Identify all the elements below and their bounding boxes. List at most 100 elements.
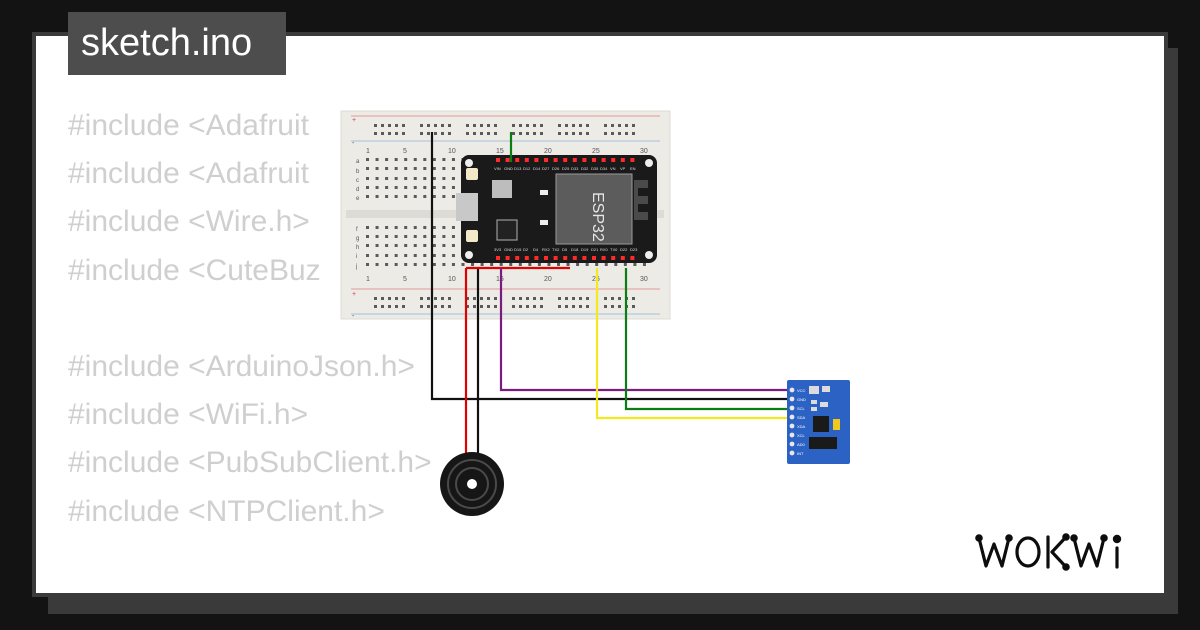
rail-hole xyxy=(395,132,398,135)
column-number: 10 xyxy=(448,148,456,155)
breadboard-hole xyxy=(499,263,503,266)
breadboard-hole xyxy=(404,158,408,161)
breadboard-hole xyxy=(537,263,541,266)
pin-label: RX0 xyxy=(600,247,609,252)
rail-hole xyxy=(402,305,405,308)
pin-label: XCL xyxy=(797,433,806,438)
breadboard-hole xyxy=(528,263,532,266)
rail-hole xyxy=(586,132,589,135)
row-letter: h xyxy=(356,245,359,251)
rail-hole xyxy=(565,305,568,308)
rail-hole xyxy=(533,305,536,308)
buzzer[interactable] xyxy=(440,452,504,516)
rail-minus-symbol: - xyxy=(352,140,355,147)
regulator-chip xyxy=(492,180,512,198)
wire-black-gnd[interactable] xyxy=(430,132,791,401)
esp32-pin xyxy=(534,256,539,260)
column-number: 5 xyxy=(403,148,407,155)
rail-hole xyxy=(494,132,497,135)
file-tab-title[interactable]: sketch.ino xyxy=(68,12,286,75)
code-line: #include <Adafruit xyxy=(68,157,309,191)
rail-hole xyxy=(533,297,536,300)
breadboard-hole xyxy=(366,254,369,257)
rail-hole xyxy=(558,124,561,127)
rail-hole xyxy=(487,124,490,127)
breadboard-hole xyxy=(375,158,379,161)
rail-hole xyxy=(512,297,515,300)
breadboard-hole xyxy=(423,254,427,257)
mpu6050-module[interactable]: VCC GND SCL SDA XDA XCL AD0 INT xyxy=(787,380,850,464)
pin-label: D13 xyxy=(514,166,522,171)
rail-hole xyxy=(579,132,582,135)
wire-yellow-sda[interactable] xyxy=(595,268,791,420)
breadboard-hole xyxy=(385,254,389,257)
breadboard-hole xyxy=(413,158,417,161)
esp32-pin xyxy=(582,256,587,260)
rail-hole xyxy=(427,297,430,300)
pin-label: D4 xyxy=(533,247,539,252)
breadboard-hole xyxy=(518,263,522,266)
breadboard-hole xyxy=(385,167,389,170)
column-number: 30 xyxy=(640,148,648,155)
rail-symbols: + + - - xyxy=(352,117,356,320)
breadboard-hole xyxy=(442,226,446,229)
breadboard-hole xyxy=(451,167,455,170)
breadboard-hole xyxy=(413,263,417,266)
breadboard-hole xyxy=(375,167,379,170)
breadboard-hole xyxy=(432,226,436,229)
pin-label: D21 xyxy=(591,247,599,252)
breadboard-hole xyxy=(423,167,427,170)
rail-hole xyxy=(618,132,621,135)
breadboard-hole xyxy=(366,263,369,266)
pin-label: D15 xyxy=(514,247,522,252)
rail-hole xyxy=(512,305,515,308)
column-number: 5 xyxy=(403,276,407,283)
rail-plus-symbol: + xyxy=(352,291,356,298)
breadboard-hole xyxy=(366,235,369,238)
breadboard-hole xyxy=(413,226,417,229)
esp32-pin xyxy=(505,256,510,260)
smd-component xyxy=(809,386,819,394)
rail-hole xyxy=(374,124,377,127)
breadboard-hole xyxy=(385,263,389,266)
breadboard-hole xyxy=(642,263,646,266)
pin-label: RX2 xyxy=(542,247,551,252)
rail-hole xyxy=(579,305,582,308)
esp32-pin xyxy=(524,158,529,162)
esp32-board[interactable]: VIN GND D13 D12 D14 D27 D26 D25 D33 D32 … xyxy=(456,155,657,263)
breadboard-hole xyxy=(432,195,436,198)
pin-label: D27 xyxy=(542,166,550,171)
wire-green-scl[interactable] xyxy=(624,268,791,411)
led-icon xyxy=(466,168,478,180)
esp32-pin xyxy=(611,256,616,260)
breadboard-hole xyxy=(451,195,455,198)
column-number: 1 xyxy=(366,276,370,283)
pin-label: TX0 xyxy=(610,247,618,252)
breadboard-hole xyxy=(394,158,398,161)
breadboard-hole xyxy=(366,226,369,229)
rail-hole xyxy=(558,297,561,300)
breadboard-hole xyxy=(366,244,369,247)
wire-purple-vcc[interactable] xyxy=(499,268,791,392)
esp32-pin xyxy=(534,158,539,162)
breadboard-hole xyxy=(432,254,436,257)
rail-hole xyxy=(441,297,444,300)
esp32-pin xyxy=(611,158,616,162)
rail-hole xyxy=(526,132,529,135)
breadboard-hole xyxy=(423,195,427,198)
breadboard-hole xyxy=(576,263,580,266)
pin-label: D35 xyxy=(591,166,599,171)
rail-hole xyxy=(625,132,628,135)
rail-hole xyxy=(448,305,451,308)
rail-hole xyxy=(519,305,522,308)
breadboard-hole xyxy=(375,263,379,266)
rail-hole xyxy=(512,124,515,127)
breadboard-hole xyxy=(404,254,408,257)
breadboard-hole xyxy=(423,186,427,189)
breadboard-hole xyxy=(375,235,379,238)
rail-hole xyxy=(632,305,635,308)
breadboard-hole xyxy=(451,254,455,257)
rail-hole xyxy=(441,124,444,127)
breadboard-hole xyxy=(404,195,408,198)
pin-label: D2 xyxy=(523,247,529,252)
